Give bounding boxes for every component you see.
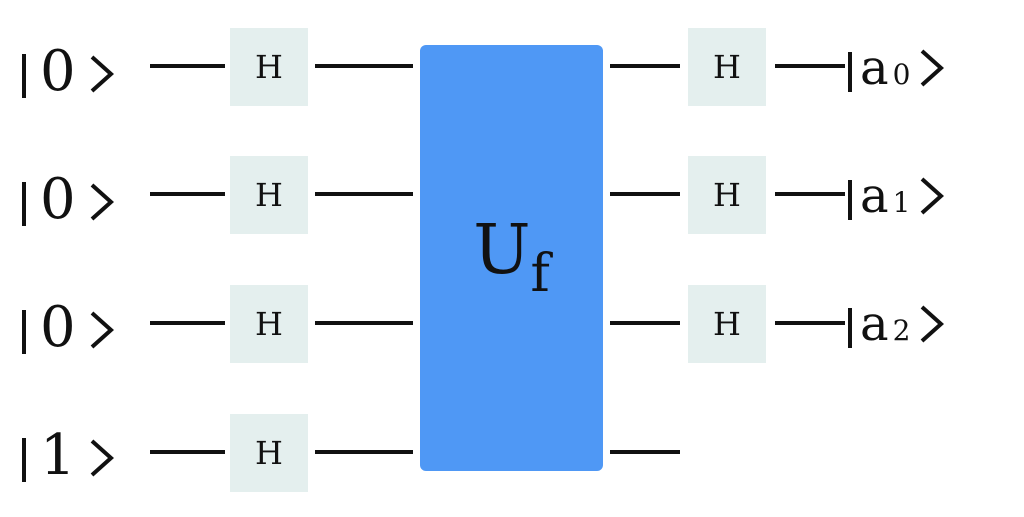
hadamard-gate-in-1: H [230,156,308,234]
wire-segment [150,192,225,196]
wire-segment [610,192,680,196]
output-index: 1 [892,186,911,219]
output-index: 2 [892,314,911,347]
wire-segment [315,321,413,325]
input-state-2: 0 [40,295,76,360]
wire-segment [775,64,845,68]
gate-label: H [255,48,283,86]
wire-segment [775,192,845,196]
input-state-1: 0 [40,167,76,232]
output-symbol: a [860,168,889,224]
input-ket-2: 0 [22,300,114,360]
ket-bar [848,307,852,348]
input-state-0: 0 [40,39,76,104]
ket-bar [22,309,26,354]
ket-right-angle [920,48,945,96]
ket-right-angle [90,304,114,360]
output-symbol: a [860,296,889,352]
ket-bar [848,51,852,92]
ket-right-angle [920,304,945,352]
output-index: 0 [892,58,911,91]
ket-bar [22,437,26,482]
ket-right-angle [90,432,114,488]
ket-bar [22,181,26,226]
input-ket-3: 1 [22,428,114,488]
wire-segment [610,321,680,325]
ket-bar [848,179,852,220]
gate-label: H [255,305,283,343]
oracle-label: Uf [473,216,550,300]
wire-segment [150,450,225,454]
ket-right-angle [920,176,945,224]
wire-segment [610,450,680,454]
gate-label: H [713,176,741,214]
wire-segment [775,321,845,325]
gate-label: H [255,434,283,472]
wire-segment [150,321,225,325]
input-ket-0: 0 [22,44,114,104]
hadamard-gate-out-0: H [688,28,766,106]
hadamard-gate-out-2: H [688,285,766,363]
hadamard-gate-out-1: H [688,156,766,234]
input-ket-1: 0 [22,172,114,232]
hadamard-gate-in-3: H [230,414,308,492]
wire-segment [150,64,225,68]
wire-segment [315,64,413,68]
gate-label: H [713,48,741,86]
wire-segment [315,192,413,196]
wire-segment [315,450,413,454]
oracle-uf-box: Uf [420,45,603,471]
oracle-base: U [473,210,531,290]
input-state-3: 1 [40,423,76,488]
gate-label: H [255,176,283,214]
hadamard-gate-in-2: H [230,285,308,363]
oracle-subscript: f [530,243,550,304]
ket-bar [22,53,26,98]
ket-right-angle [90,176,114,232]
ket-right-angle [90,48,114,104]
output-symbol: a [860,40,889,96]
hadamard-gate-in-0: H [230,28,308,106]
gate-label: H [713,305,741,343]
wire-segment [610,64,680,68]
